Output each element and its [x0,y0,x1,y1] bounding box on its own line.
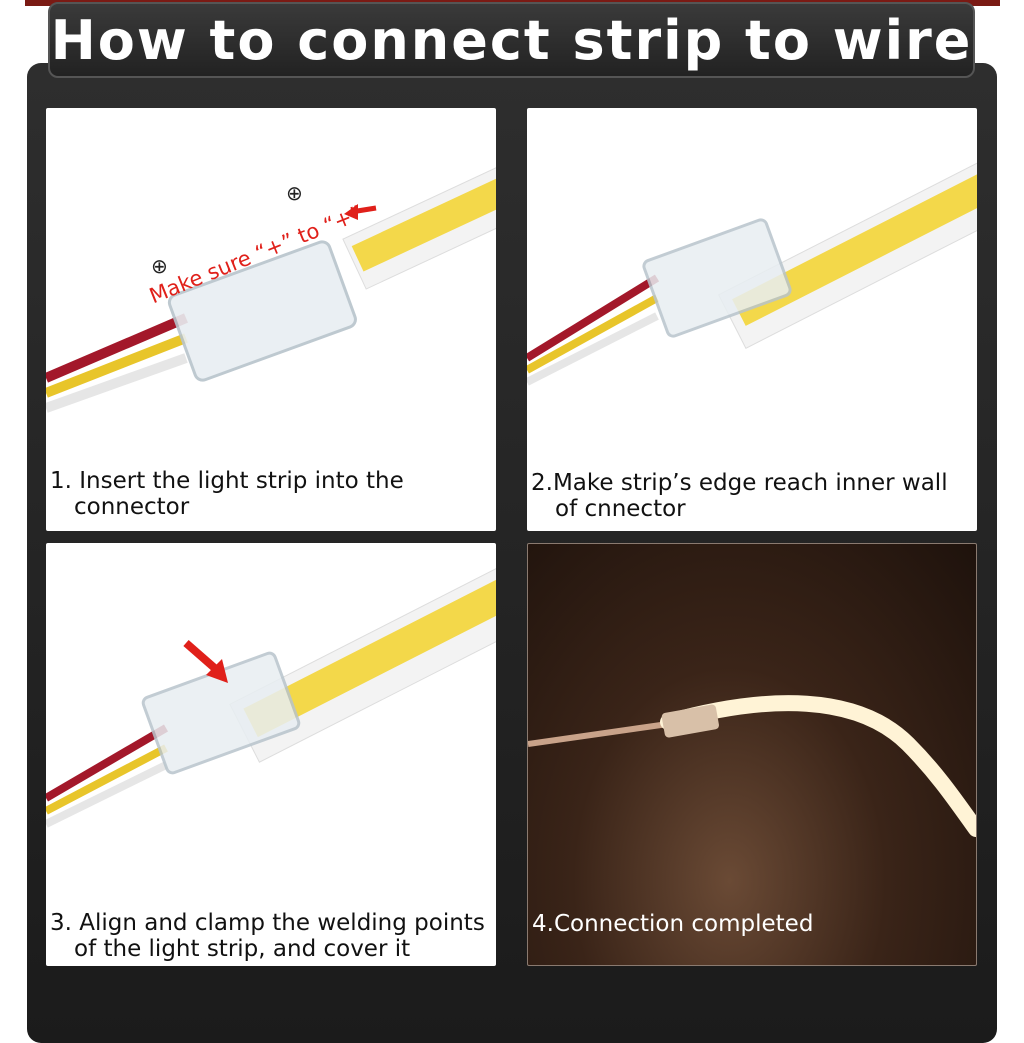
page-title: How to connect strip to wire [48,2,975,78]
step-4-panel: 4.Connection completed [527,543,977,966]
step-1-panel: ⊕⊕ Make sure “+” to “+” 1. Insert the li… [46,108,496,531]
step-4-caption: 4.Connection completed [532,911,814,937]
step-4-image [528,695,976,837]
step-2-image [527,157,977,386]
svg-text:⊕: ⊕ [151,254,168,278]
step-3-image [46,558,496,828]
step-1-image: ⊕⊕ [46,166,496,413]
svg-text:⊕: ⊕ [286,181,303,205]
